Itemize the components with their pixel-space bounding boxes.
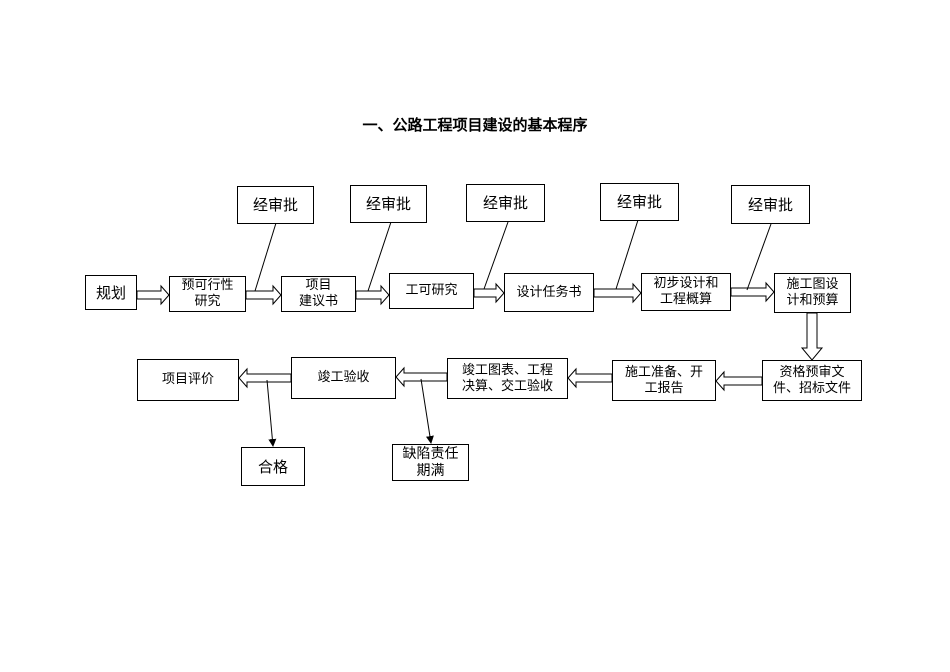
approval-box-2: 经审批 [350,185,427,223]
approval-label: 经审批 [252,196,298,214]
node-label: 竣工图表、工程 决算、交工验收 [461,362,553,394]
node-pre-feasibility: 预可行性 研究 [169,276,246,312]
connector-approval1 [254,222,277,292]
connector-approval2 [367,221,392,292]
approval-box-4: 经审批 [600,183,679,221]
node-label: 设计任务书 [516,284,582,300]
node-qualified: 合格 [241,447,305,486]
node-design-task: 设计任务书 [504,273,594,312]
node-feasibility: 工可研究 [389,273,474,309]
approval-label: 经审批 [747,195,793,214]
approval-label: 经审批 [616,193,662,211]
arrow-prep-to-completiondocs [567,367,613,389]
node-label: 竣工验收 [317,370,370,385]
page-title: 一、公路工程项目建设的基本程序 [362,116,588,134]
node-preliminary-design: 初步设计和 工程概算 [641,273,731,311]
arrow-drawing-to-prequalification [800,312,824,361]
node-defect-period: 缺陷责任 期满 [392,444,469,481]
connector-approval4 [615,219,639,290]
connector-approval3 [483,221,509,290]
arrow-designtask-to-preliminary [593,282,642,304]
arrow-to-defect-period [420,378,434,444]
arrow-feasibility-to-designtask [473,282,505,304]
approval-box-1: 经审批 [237,186,314,224]
node-label: 项目 建议书 [298,278,338,309]
node-label: 工可研究 [405,283,458,298]
node-label: 预可行性 研究 [181,278,234,309]
approval-label: 经审批 [482,194,528,212]
node-label: 施工图设 计和预算 [786,277,839,308]
node-completion-acceptance: 竣工验收 [291,357,396,399]
approval-box-3: 经审批 [466,184,545,222]
node-planning: 规划 [85,275,137,310]
node-prequalification: 资格预审文 件、招标文件 [762,360,862,401]
node-construction-prep: 施工准备、开 工报告 [612,360,716,401]
node-proposal: 项目 建议书 [281,276,356,312]
arrow-planning-to-prefeasibility [136,284,170,306]
arrow-preliminary-to-drawing [730,281,775,303]
arrow-prefeasibility-to-proposal [245,284,282,306]
arrow-prequalification-to-prep [715,370,763,392]
node-label: 初步设计和 工程概算 [653,276,719,307]
approval-box-5: 经审批 [731,185,810,224]
node-completion-docs: 竣工图表、工程 决算、交工验收 [447,358,568,399]
node-label: 规划 [95,283,126,302]
node-label: 项目评价 [161,372,214,387]
node-label: 施工准备、开 工报告 [624,364,703,396]
arrow-completiondocs-to-acceptance [395,366,448,388]
arrow-to-qualified [266,379,277,447]
node-construction-drawing: 施工图设 计和预算 [774,273,851,313]
node-label: 资格预审文 件、招标文件 [772,364,851,396]
node-project-evaluation: 项目评价 [137,359,239,401]
connector-approval5 [746,223,772,291]
node-label: 缺陷责任 期满 [402,445,459,479]
arrow-acceptance-to-evaluation [238,367,292,389]
approval-label: 经审批 [365,195,411,213]
node-label: 合格 [257,457,288,476]
arrow-proposal-to-feasibility [355,284,390,306]
